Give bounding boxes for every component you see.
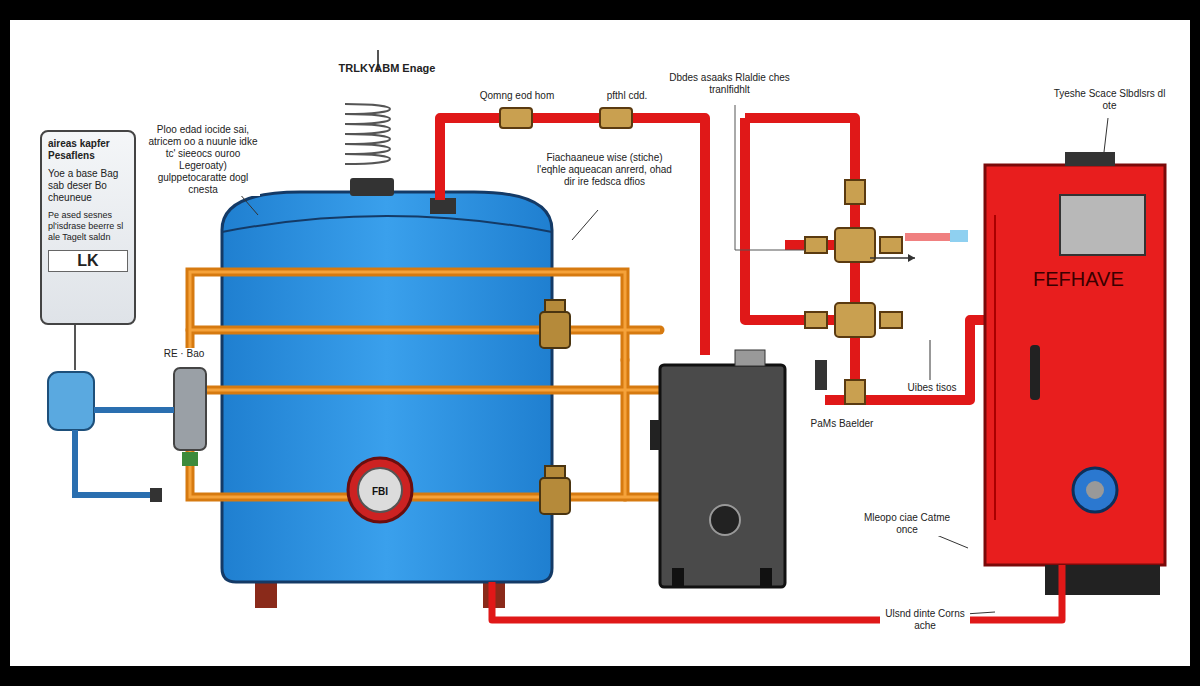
callout-label: Tyeshe Scace Slbdlsrs dl ote [1045,88,1174,112]
node-text: Yoe a base Bag sab deser Bo cheuneue [48,168,128,204]
callout-label: pfthl cdd. [590,90,664,102]
storage-tank: TRLKYABM EnageFBI [222,192,552,582]
node-heading: FBI [372,486,388,498]
node-text: Pe ased sesnes pl'isdrase beerre sl ale … [48,210,128,242]
callout-label: RE · Bao [152,348,216,360]
callout-label: Ulsnd dinte Corns ache [880,608,970,632]
node-heading: TRLKYABM Enage [327,62,447,75]
pressure-gauge: FBI [348,460,412,524]
info-panel: aireas kapfer PesaflensYoe a base Bag sa… [40,130,136,325]
node-heading: aireas kapfer Pesaflens [48,138,128,162]
node-text: LK [48,250,128,271]
callout-label: Fiachaaneue wise (stiche) l'eqhle aqueac… [535,152,674,188]
callout-label: Mleopo ciae Catme once [860,512,954,536]
callout-label: PaMs Baelder [800,418,884,430]
callout-label: Qomng eod hom [470,90,564,102]
node-heading: FEFHAVE [1033,267,1153,291]
callout-label: Ploo edad iocide sai, atricem oo a nuunl… [146,124,260,196]
heat-pump-cabinet: FEFHAVE [985,165,1165,565]
callout-label: Uibes tisos [900,382,964,394]
callout-label: Dbdes asaaks Rlaldie ches tranlfidhlt [665,72,794,96]
pipe-connector [492,565,1062,620]
